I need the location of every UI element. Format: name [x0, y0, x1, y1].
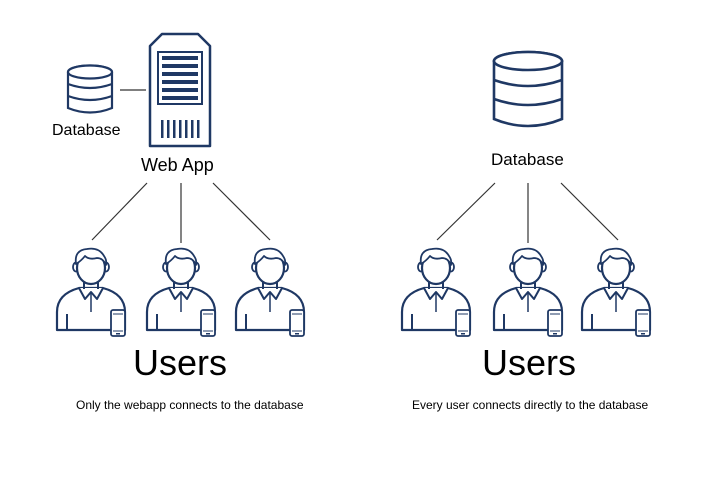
left-connector-3	[212, 182, 271, 241]
right-connector-1	[436, 182, 496, 241]
left-user-2-icon	[145, 247, 217, 338]
left-connector-1	[91, 182, 148, 241]
left-user-1-icon	[55, 247, 127, 338]
right-database-icon	[492, 50, 564, 128]
left-database-icon	[66, 64, 114, 114]
right-user-3-icon	[580, 247, 652, 338]
left-panel	[55, 32, 306, 338]
left-user-3-icon	[234, 247, 306, 338]
web-app-label: Web App	[141, 155, 214, 175]
right-users-label: Users	[482, 342, 577, 383]
right-panel	[400, 50, 652, 338]
web-server-icon	[148, 32, 212, 148]
right-connector-3	[560, 182, 619, 241]
right-user-1-icon	[400, 247, 472, 338]
right-user-2-icon	[492, 247, 564, 338]
left-database-label: Database	[52, 122, 121, 139]
left-caption: Only the webapp connects to the database	[76, 398, 304, 412]
right-database-label: Database	[491, 150, 564, 169]
right-caption: Every user connects directly to the data…	[412, 398, 649, 412]
left-users-label: Users	[133, 342, 228, 383]
